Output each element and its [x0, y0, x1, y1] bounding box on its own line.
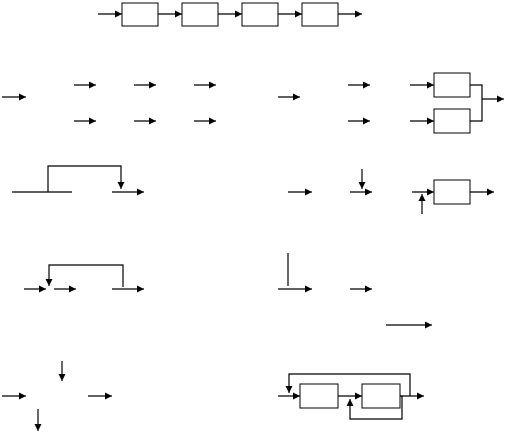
outer-feedback: [285, 373, 411, 396]
block-2: [361, 383, 401, 409]
panel-nested-feedback: [278, 373, 424, 420]
panel-series-chain: [98, 2, 362, 27]
panel-interchange: [2, 361, 112, 431]
block-1: [299, 383, 339, 409]
panel-takeoff-behind: [24, 264, 144, 293]
feedforward-path: [47, 165, 125, 192]
block-2: [181, 2, 219, 27]
block-1: [121, 2, 159, 27]
panel-parallel-sum: [278, 72, 504, 134]
block-lower: [433, 108, 471, 134]
block-upper: [433, 72, 471, 98]
panel-takeoff-forward: [12, 165, 144, 196]
feedback-path: [45, 264, 124, 287]
block-4: [301, 2, 339, 27]
block: [433, 179, 471, 205]
summing-junction: [470, 84, 483, 122]
block-3: [241, 2, 279, 27]
panel-summing-behind: [278, 253, 372, 293]
inner-feedback: [346, 395, 403, 420]
panel-summing-forward: [288, 169, 494, 214]
panel-parallel-branches: [2, 81, 216, 125]
